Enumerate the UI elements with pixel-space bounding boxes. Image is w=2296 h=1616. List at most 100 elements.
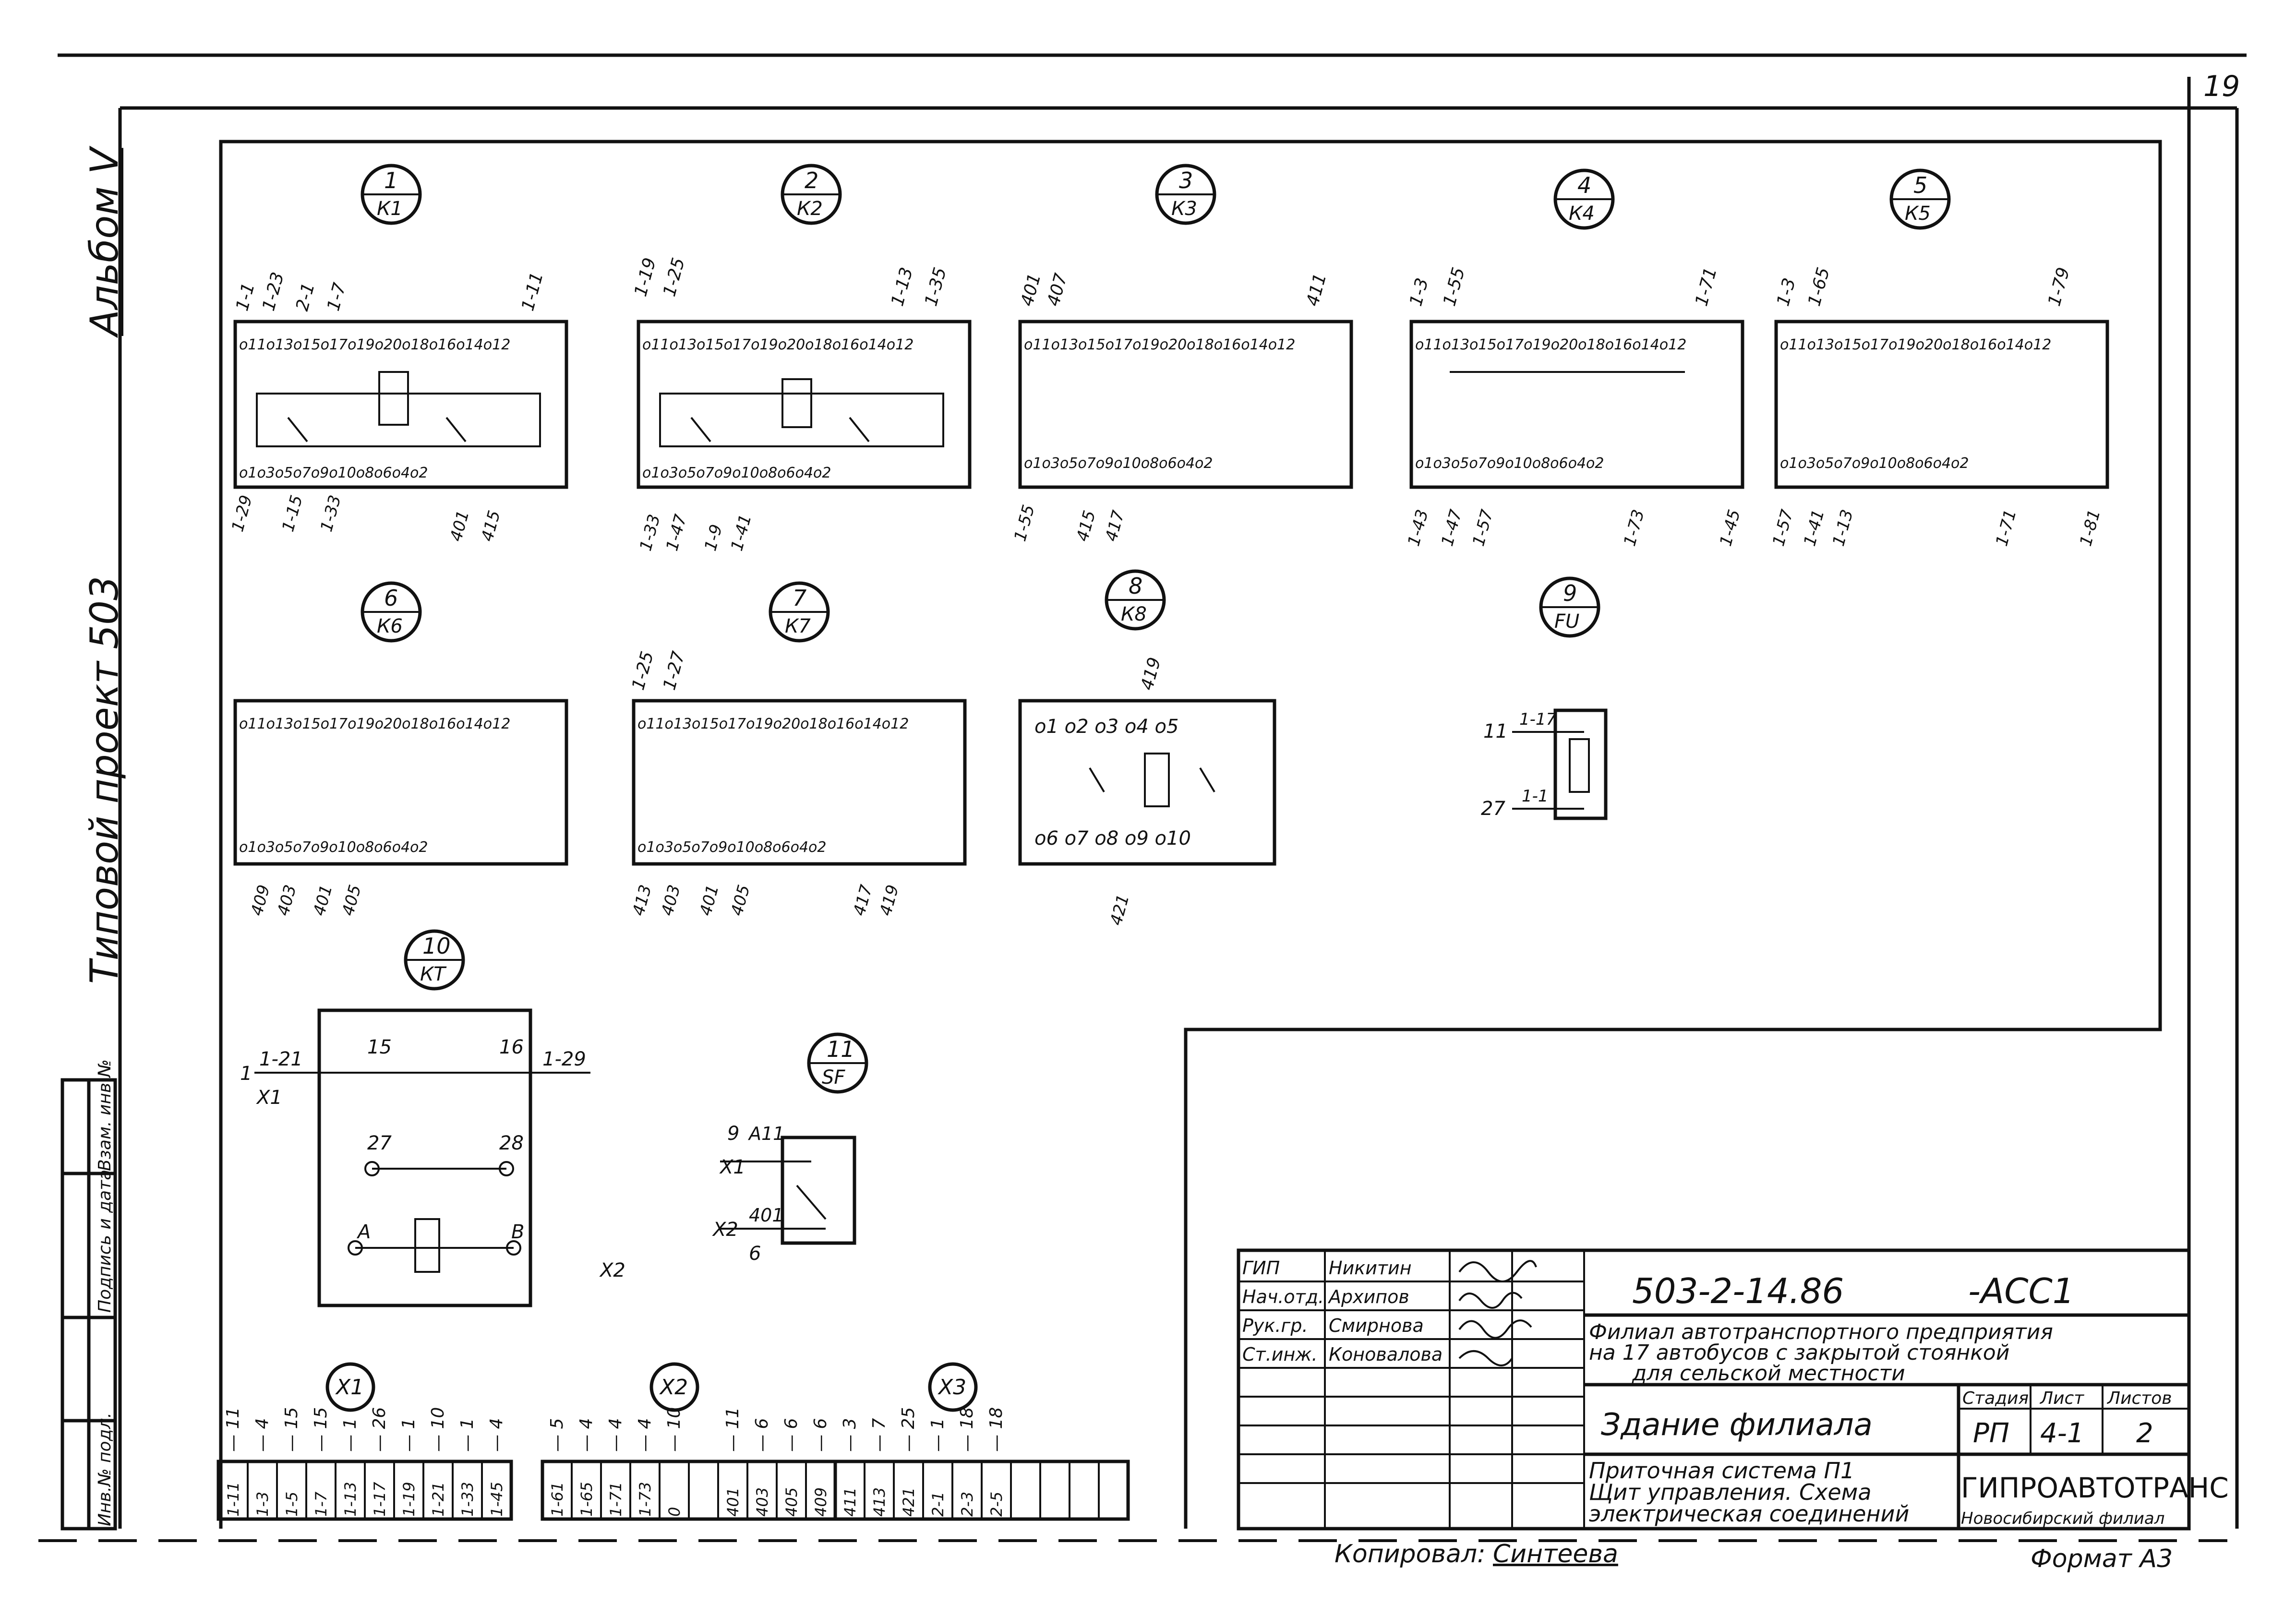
project-line1: Филиал автотранспортного предприятия xyxy=(1589,1320,2053,1344)
relay-k6: o11o13o15o17o19o20o18o16o14o12 o1o3o5o7o… xyxy=(233,699,568,866)
wire-label: 1-47 xyxy=(662,512,691,553)
wire-label: 1-41 xyxy=(727,512,756,553)
wire-label: 1-25 xyxy=(660,256,689,299)
k6-wire-labels: 409 403 401 405 xyxy=(247,883,365,918)
wire-label: 405 xyxy=(338,883,365,918)
fu-wire: 27 xyxy=(1481,798,1505,820)
terminal-cell-label: 1-5 xyxy=(283,1492,301,1517)
device-tag-num: 4 xyxy=(1577,172,1591,198)
terminal-wire-label: — 18 xyxy=(986,1407,1006,1452)
wire-label: 1-15 xyxy=(278,493,307,534)
wire-label: 1-23 xyxy=(259,270,288,313)
terminal-wire-label: — 15 xyxy=(282,1407,301,1452)
terminal-cell-label: 405 xyxy=(782,1487,801,1517)
wire-label: 1-43 xyxy=(1404,507,1432,548)
album-label: Альбом V xyxy=(82,145,127,338)
device-tags: 1 К1 2 К2 3 К3 4 К4 5 К5 6 К6 xyxy=(361,164,1951,1094)
terminal-wire-label: — 6 xyxy=(781,1418,801,1452)
sf-label: Х1 xyxy=(719,1156,745,1178)
terminal-cell-label: 1-65 xyxy=(577,1482,596,1517)
device-tag-code: К7 xyxy=(785,615,811,637)
wire-label: 1-65 xyxy=(1804,265,1834,309)
relay-k1-top-pins: o11o13o15o17o19o20o18o16o14o12 xyxy=(239,336,510,353)
wire-label: 1-29 xyxy=(228,493,256,534)
terminal-cell-label: 409 xyxy=(812,1487,830,1517)
terminal-cell-label: 2-5 xyxy=(987,1492,1006,1517)
title-block xyxy=(1237,1248,2191,1531)
wire-label: 415 xyxy=(1073,508,1099,543)
k7-wire-labels: 1-25 1-27 413 403 401 405 417 419 xyxy=(628,649,902,918)
copied-by-name: Синтеева xyxy=(1493,1540,1618,1568)
kt-label: 1-21 xyxy=(259,1048,303,1070)
sheet-title-line1: Приточная система П1 xyxy=(1589,1458,1854,1484)
kt-label: B xyxy=(511,1221,524,1243)
device-tag-code: FU xyxy=(1554,610,1579,633)
kt-label: A xyxy=(356,1221,371,1243)
copied-by-label: Копировал: xyxy=(1334,1540,1486,1568)
terminal-wire-label: — 1 xyxy=(457,1418,477,1452)
staff-role: Ст.инж. xyxy=(1242,1344,1318,1365)
relay-k5-bottom-pins: o1o3o5o7o9o10o8o6o4o2 xyxy=(1780,455,1969,472)
series-label: Типовой проект 503 xyxy=(82,576,127,984)
wire-label: 401 xyxy=(310,883,336,918)
wire-label: 401 xyxy=(696,883,722,918)
wire-label: 407 xyxy=(1044,271,1071,308)
relay-k3-top-pins: o11o13o15o17o19o20o18o16o14o12 xyxy=(1024,336,1295,353)
k5-wire-labels: 1-3 1-65 1-79 1-57 1-41 1-13 1-71 1-81 xyxy=(1769,265,2104,549)
terminal-cell-label: 413 xyxy=(870,1487,889,1517)
terminal-wire-label: — 6 xyxy=(811,1418,830,1452)
wire-label: 405 xyxy=(727,883,754,918)
kt-label: 1 xyxy=(240,1063,252,1085)
fu-wire: 1-17 xyxy=(1519,710,1557,729)
staff-role: Рук.гр. xyxy=(1242,1315,1308,1336)
relay-k2-bottom-pins: o1o3o5o7o9o10o8o6o4o2 xyxy=(642,465,831,481)
device-tag-num: 7 xyxy=(793,585,806,611)
terminal-cell-label: 1-61 xyxy=(548,1482,566,1517)
device-tag-num: 3 xyxy=(1179,168,1193,193)
device-tag-k5: 5 К5 xyxy=(1889,168,1951,230)
stage-value: РП xyxy=(1973,1418,2009,1449)
wire-label: 1-57 xyxy=(1469,507,1497,548)
terminal-cell-label: 2-3 xyxy=(958,1492,976,1517)
terminal-wire-label: — 1 xyxy=(399,1418,419,1452)
device-tag-code: К8 xyxy=(1121,603,1147,625)
wire-label: 1-19 xyxy=(631,256,660,299)
relay-k8: o1 o2 o3 o4 o5 o6 o7 o8 o9 o10 xyxy=(1018,699,1276,866)
wire-label: 411 xyxy=(1303,271,1330,308)
relay-k2-top-pins: o11o13o15o17o19o20o18o16o14o12 xyxy=(642,336,914,353)
terminal-block-name: Х2 xyxy=(659,1375,688,1400)
terminal-cell-label: 411 xyxy=(841,1487,859,1517)
wire-label: 1-33 xyxy=(636,512,664,553)
k8-wire-labels: 419 421 xyxy=(1106,655,1165,927)
time-relay-kt: 1 1-21 Х1 15 16 1-29 27 28 A B Х2 xyxy=(240,1008,625,1307)
side-stamp-replace: Взам. инв.№ xyxy=(95,1059,115,1171)
terminal-block-cells: 1-11— 111-3— 41-5— 151-7— 151-13— 11-17—… xyxy=(223,1407,1100,1519)
sf-label: 9 xyxy=(727,1123,739,1145)
wire-label: 421 xyxy=(1106,892,1133,927)
panel-outline xyxy=(219,140,2162,1529)
terminal-wire-label: — 26 xyxy=(370,1407,389,1452)
terminal-cell-label: 1-71 xyxy=(607,1482,625,1517)
terminal-wire-label: — 10 xyxy=(664,1407,684,1452)
wire-label: 1-13 xyxy=(1829,507,1857,548)
wire-label: 1-47 xyxy=(1438,507,1466,548)
wire-label: 1-55 xyxy=(1010,503,1039,543)
wire-label: 1-1 xyxy=(232,281,259,313)
wire-label: 1-35 xyxy=(921,265,950,309)
device-tag-code: КТ xyxy=(420,963,447,985)
kt-label: 16 xyxy=(499,1036,524,1058)
device-tag-code: К2 xyxy=(797,198,823,220)
terminal-wire-label: — 25 xyxy=(899,1407,918,1452)
device-tag-code: К4 xyxy=(1569,203,1595,225)
wire-label: 1-27 xyxy=(660,649,689,693)
sheet-title-line3: электрическая соединений xyxy=(1589,1501,1909,1527)
device-tag-num: 11 xyxy=(827,1036,855,1062)
terminal-wire-label: — 11 xyxy=(723,1407,743,1452)
terminal-block-name: Х1 xyxy=(335,1375,364,1400)
relay-k3: o11o13o15o17o19o20o18o16o14o12 o1o3o5o7o… xyxy=(1018,320,1353,489)
wire-label: 2-1 xyxy=(292,281,319,313)
terminal-cell-label: 1-33 xyxy=(458,1482,477,1517)
sheets-header: Листов xyxy=(2106,1389,2172,1408)
relay-k2: o11o13o15o17o19o20o18o16o14o12 o1o3o5o7o… xyxy=(637,320,972,489)
wire-label: 1-71 xyxy=(1992,507,2020,548)
